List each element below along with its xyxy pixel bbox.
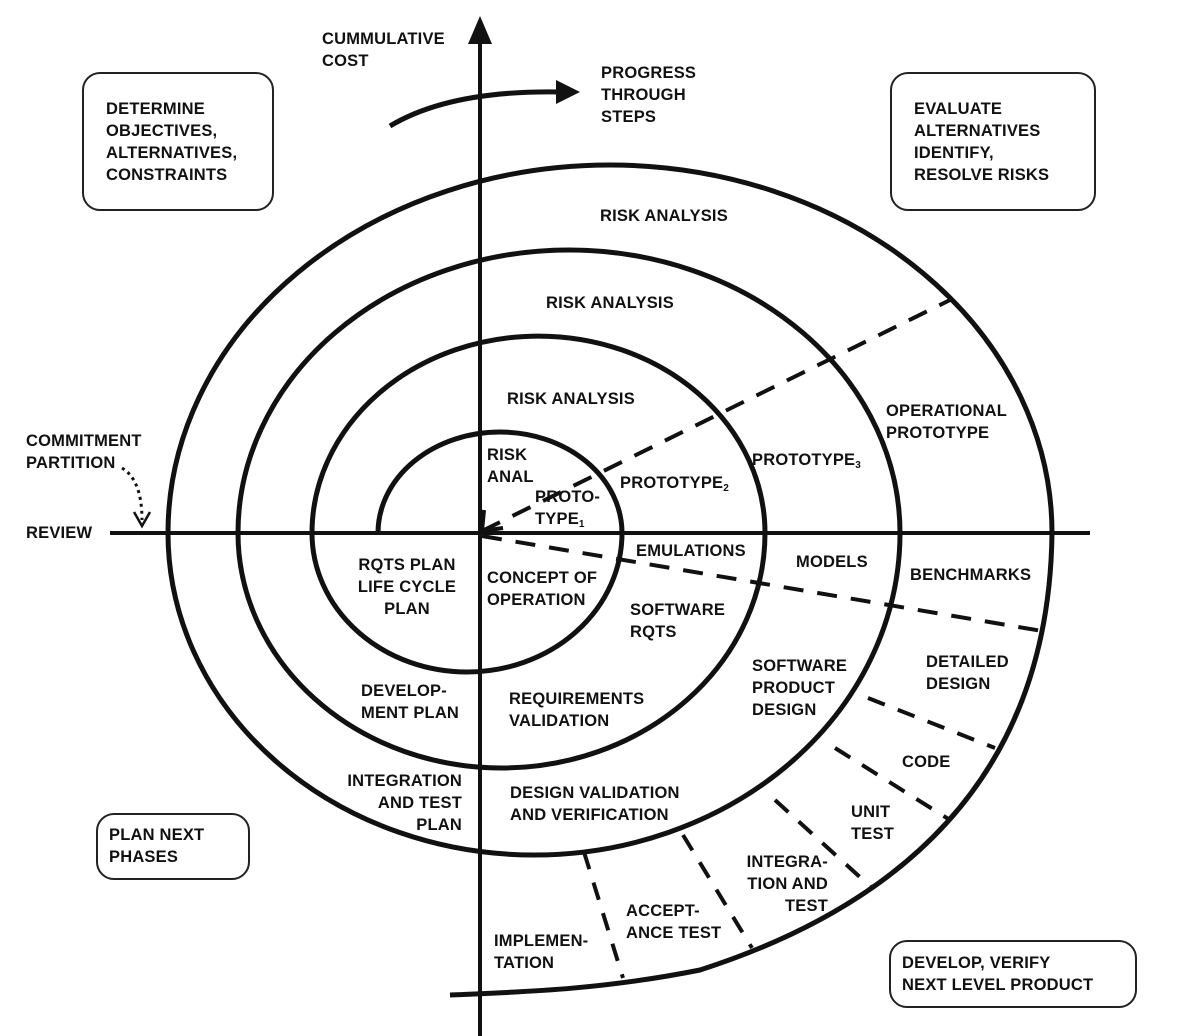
operational-prototype-label: OPERATIONAL PROTOTYPE <box>886 402 1008 442</box>
simulation-dashed-line <box>481 534 1049 634</box>
quadrant-evaluate-text: EVALUATE ALTERNATIVES IDENTIFY, RESOLVE … <box>914 100 1050 184</box>
spiral-turn-2-upper <box>309 333 768 534</box>
prototype-1-label: PROTO- TYPE1 <box>535 486 600 536</box>
quadrant-objectives-box: DETERMINE OBJECTIVES, ALTERNATIVES, CONS… <box>82 72 274 211</box>
risk-analysis-1: RISK ANAL <box>487 446 534 486</box>
prototype-dashed-arrowhead <box>479 509 504 534</box>
emulations-label: EMULATIONS <box>636 542 746 560</box>
acceptance-implementation-dashed <box>582 851 625 979</box>
commitment-dotted-arrow <box>121 466 144 521</box>
prototype-1-subscript: 1 <box>578 519 585 530</box>
risk-analysis-2: RISK ANALYSIS <box>507 390 635 408</box>
integration-test-label: INTEGRA- TION AND TEST <box>746 853 828 915</box>
spiral-turn-3-upper <box>235 247 903 534</box>
progress-label: PROGRESS THROUGH STEPS <box>601 64 697 126</box>
unittest-integration-dashed <box>773 798 874 890</box>
progress-arrow <box>388 89 561 129</box>
prototype-dashed-line <box>481 298 951 533</box>
quadrant-develop-text: DEVELOP, VERIFY NEXT LEVEL PRODUCT <box>902 954 1094 994</box>
detailed-code-dashed <box>867 696 996 750</box>
spiral-turn-4-upper <box>165 162 1055 534</box>
quadrant-plan-text: PLAN NEXT PHASES <box>109 826 205 866</box>
progress-arrowhead <box>556 80 580 104</box>
design-validation-label: DESIGN VALIDATION AND VERIFICATION <box>510 784 680 824</box>
prototype-2-label: PROTOTYPE2 <box>620 472 729 500</box>
implementation-label: IMPLEMEN- TATION <box>494 932 589 972</box>
cost-axis-arrowhead <box>468 16 492 44</box>
spiral-turn-2-lower <box>235 532 768 771</box>
rqts-plan-label: RQTS PLAN LIFE CYCLE PLAN <box>357 556 457 618</box>
cumulative-cost-label: CUMMULATIVE COST <box>322 30 445 70</box>
spiral-turn-3-lower <box>165 532 903 858</box>
risk-analysis-4: RISK ANALYSIS <box>600 207 728 225</box>
quadrant-objectives-text: DETERMINE OBJECTIVES, ALTERNATIVES, CONS… <box>106 100 238 184</box>
development-plan-label: DEVELOP- MENT PLAN <box>361 682 460 722</box>
prototype-3-label: PROTOTYPE3 <box>752 449 861 477</box>
concept-of-operation-label: CONCEPT OF OPERATION <box>487 569 598 609</box>
quadrant-plan-box: PLAN NEXT PHASES <box>96 813 250 880</box>
code-unittest-dashed <box>833 746 952 822</box>
models-label: MODELS <box>796 553 868 571</box>
commitment-arrowhead <box>132 511 152 529</box>
acceptance-test-label: ACCEPT- ANCE TEST <box>626 902 722 942</box>
quadrant-evaluate-box: EVALUATE ALTERNATIVES IDENTIFY, RESOLVE … <box>890 72 1096 211</box>
benchmarks-label: BENCHMARKS <box>910 566 1032 584</box>
prototype-2-subscript: 2 <box>723 483 730 494</box>
software-rqts-label: SOFTWARE RQTS <box>630 601 726 641</box>
spiral-turn-1-upper <box>375 429 625 534</box>
prototype-3-subscript: 3 <box>855 460 862 471</box>
integration-acceptance-dashed <box>681 833 754 950</box>
prototype-3-text: PROTOTYPE <box>752 451 856 469</box>
requirements-validation-label: REQUIREMENTS VALIDATION <box>509 690 645 730</box>
spiral-turn-1-lower <box>309 532 625 675</box>
prototype-1-text: PROTO- TYPE <box>535 488 601 528</box>
spiral-turn-4-lower <box>449 532 1055 998</box>
detailed-design-label: DETAILED DESIGN <box>926 653 1009 693</box>
code-label: CODE <box>902 753 951 771</box>
risk-analysis-3: RISK ANALYSIS <box>546 294 674 312</box>
integration-plan-label: INTEGRATION AND TEST PLAN <box>347 772 462 834</box>
unit-test-label: UNIT TEST <box>851 803 894 843</box>
prototype-2-text: PROTOTYPE <box>620 474 724 492</box>
software-product-design-label: SOFTWARE PRODUCT DESIGN <box>752 657 848 719</box>
commitment-partition-label: COMMITMENT PARTITION <box>26 432 142 472</box>
quadrant-develop-box: DEVELOP, VERIFY NEXT LEVEL PRODUCT <box>889 940 1137 1008</box>
review-label: REVIEW <box>26 524 93 542</box>
